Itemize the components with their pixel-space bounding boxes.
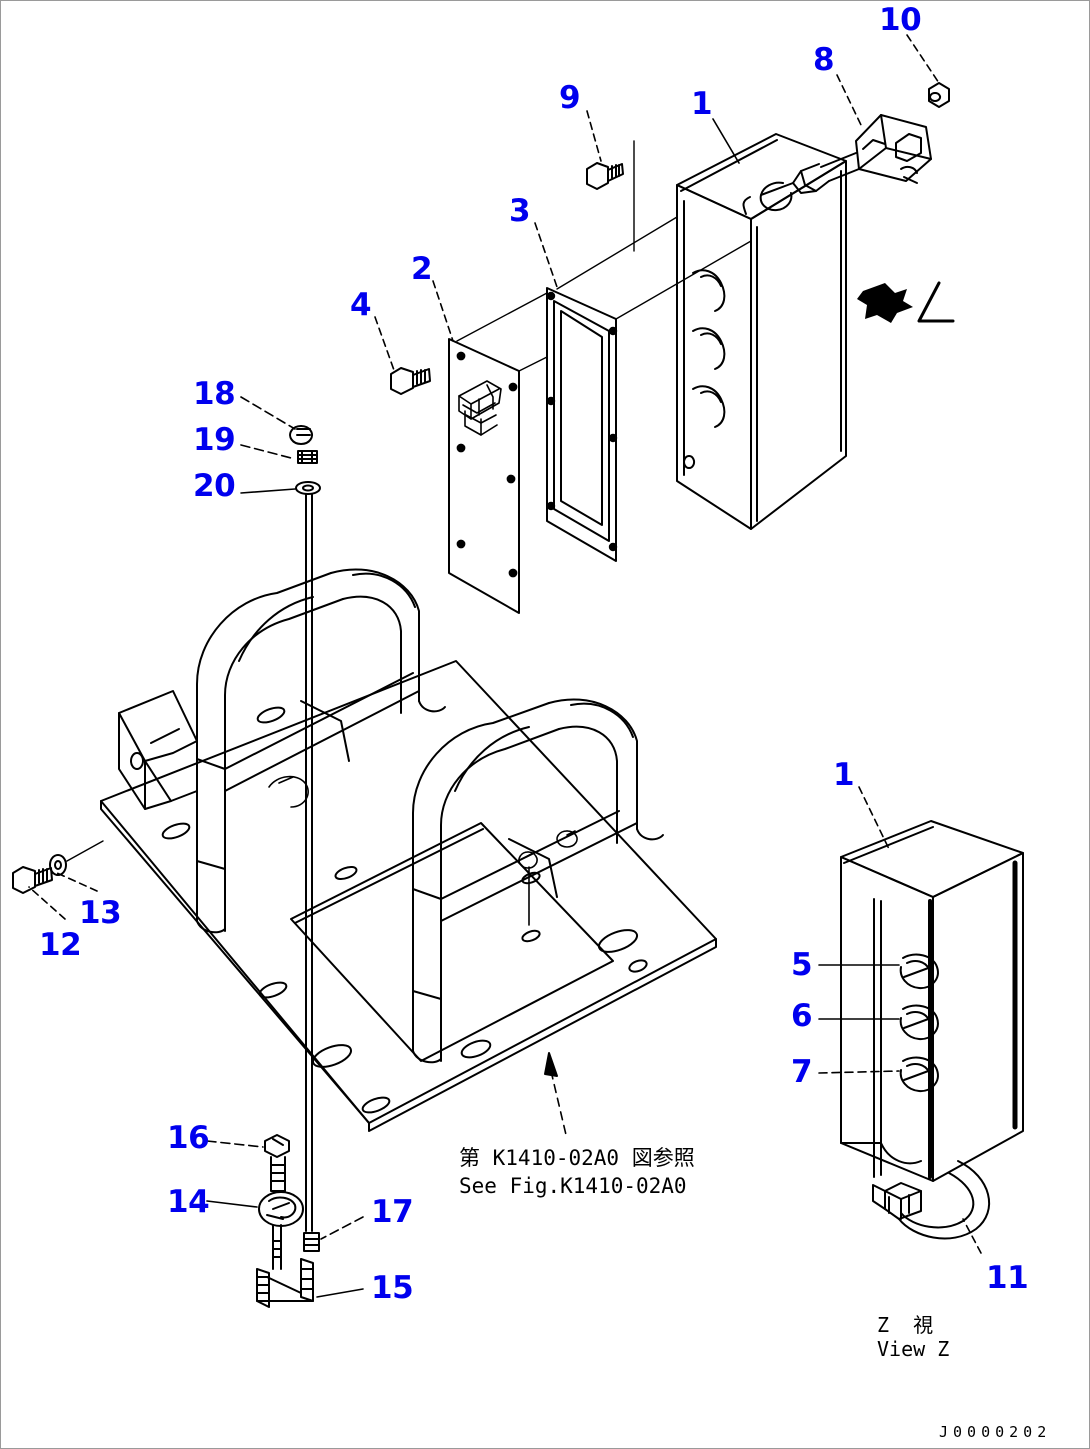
collar-17 [303, 1232, 320, 1252]
detail-box-top-face [840, 820, 1024, 898]
plate-detail-features [268, 775, 578, 926]
callout-4[interactable]: 4 [350, 287, 372, 323]
vertical-rod [305, 493, 313, 1232]
drawing-code: J0000202 [939, 1423, 1052, 1441]
bolt-4 [390, 367, 431, 395]
callout-17[interactable]: 17 [371, 1194, 414, 1230]
section-letter-Z-mark [917, 281, 955, 323]
callout-15[interactable]: 15 [371, 1270, 414, 1306]
pin-18 [289, 425, 314, 445]
callout-7[interactable]: 7 [791, 1054, 813, 1090]
tube-handle-front [412, 698, 664, 1064]
nut-10 [928, 82, 950, 108]
bolt-12 [12, 866, 53, 894]
callout-1-top[interactable]: 1 [691, 86, 713, 122]
switch-assembly-8 [759, 114, 932, 212]
bracket-15 [256, 1224, 314, 1308]
callout-9[interactable]: 9 [559, 80, 581, 116]
bolt-9 [586, 162, 624, 190]
callout-18[interactable]: 18 [193, 376, 236, 412]
callout-19[interactable]: 19 [193, 422, 236, 458]
callout-2[interactable]: 2 [411, 251, 433, 287]
reference-note-japanese: 第 K1410-02A0 図参照 [459, 1146, 695, 1170]
knob-14 [258, 1191, 304, 1227]
screw-16 [264, 1134, 290, 1192]
callout-14[interactable]: 14 [167, 1184, 210, 1220]
washer-20 [295, 481, 321, 495]
reference-note-english: See Fig.K1410-02A0 [459, 1174, 687, 1198]
callout-10[interactable]: 10 [879, 2, 922, 38]
reference-note-leader [544, 1052, 568, 1140]
connector-5 [899, 953, 939, 990]
connector-6 [899, 1004, 939, 1041]
callout-11[interactable]: 11 [986, 1260, 1029, 1296]
section-arrow-Z [857, 283, 913, 323]
callout-20[interactable]: 20 [193, 468, 236, 504]
cover-plate-2 [448, 338, 520, 614]
callout-12[interactable]: 12 [39, 927, 82, 963]
connector-7 [899, 1056, 939, 1093]
tube-handle-rear [196, 568, 446, 934]
callout-3[interactable]: 3 [509, 193, 531, 229]
detail-box-front-face [840, 852, 1024, 1182]
callout-5[interactable]: 5 [791, 947, 813, 983]
view-label-english: View Z [877, 1337, 950, 1361]
callout-leaders [28, 34, 982, 1298]
callout-1-right[interactable]: 1 [833, 757, 855, 793]
callout-8[interactable]: 8 [813, 42, 835, 78]
spring-washer-19 [297, 450, 318, 464]
callout-16[interactable]: 16 [167, 1120, 210, 1156]
control-box-front-face [676, 184, 752, 530]
view-label-japanese: Z 視 [877, 1313, 934, 1337]
gasket-3 [546, 287, 618, 562]
callout-13[interactable]: 13 [79, 895, 122, 931]
washer-13 [49, 854, 67, 876]
base-plate [100, 660, 717, 1132]
base-plate-raised-panel [290, 822, 614, 1062]
wiring-harness-11 [872, 1160, 991, 1240]
left-mount-bracket [118, 690, 198, 810]
control-box-right-face [750, 160, 847, 530]
callout-6[interactable]: 6 [791, 998, 813, 1034]
